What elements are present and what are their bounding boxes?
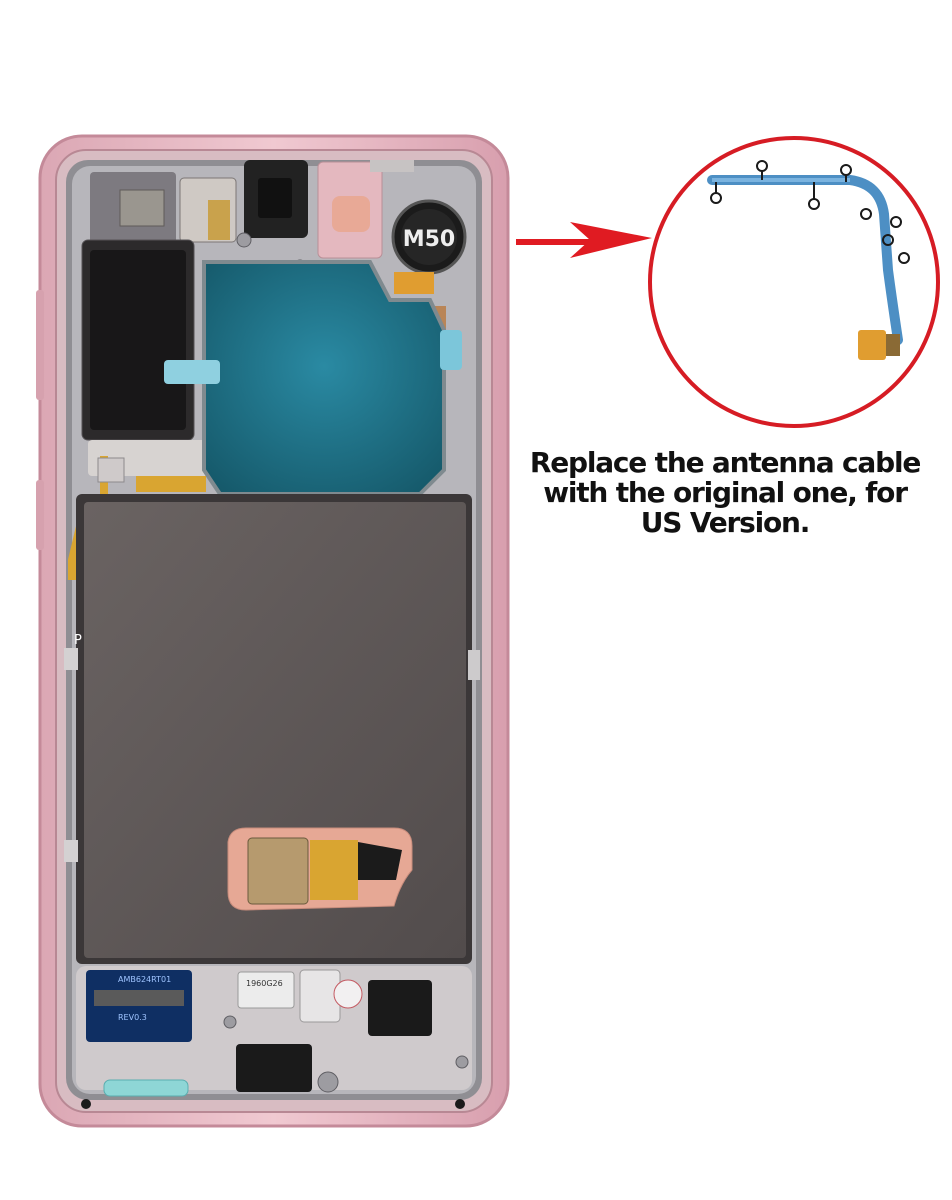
main-shield (164, 260, 462, 496)
coil-label: M50 (403, 227, 456, 252)
bottom-board-area: AMB624RT01 REV0.3 1960G26 (76, 966, 472, 1109)
board-rev-label: REV0.3 (118, 1013, 147, 1022)
antenna-cable (707, 160, 910, 360)
fingerprint-sensor (227, 827, 413, 911)
antenna-callout (648, 136, 940, 428)
board-top-label: AMB624RT01 (118, 975, 171, 984)
caption-line-3: US Version. (640, 506, 811, 539)
pointer-arrow (516, 222, 652, 258)
replacement-caption: Replace the antenna cable with the origi… (520, 448, 930, 538)
left-module (81, 239, 212, 476)
frame-marker: P (74, 633, 82, 648)
sticker-label: 1960G26 (246, 979, 283, 988)
top-board-area: M50 (90, 160, 467, 336)
caption-line-2: with the original one, for (543, 476, 908, 509)
caption-line-1: Replace the antenna cable (529, 446, 922, 479)
